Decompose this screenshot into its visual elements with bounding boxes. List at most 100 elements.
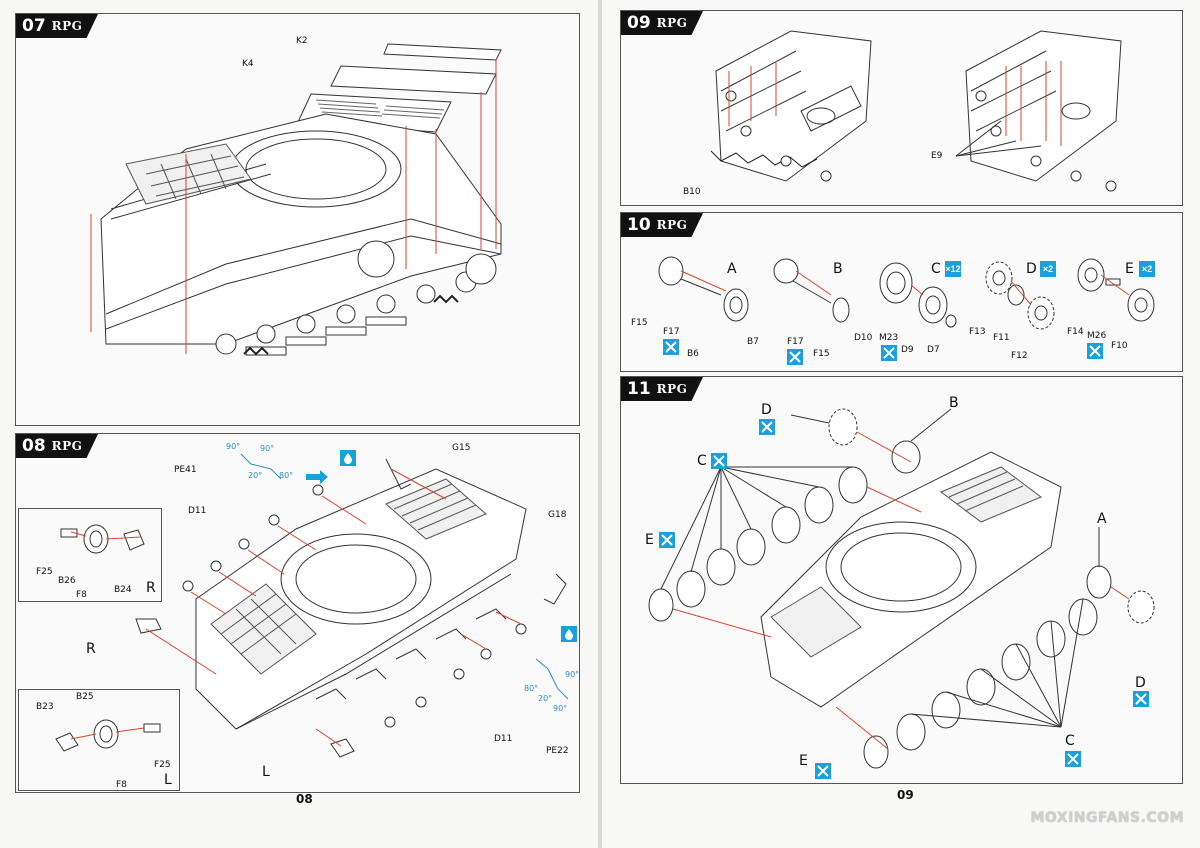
part-label-f12: F12	[1011, 351, 1028, 361]
cement-icon	[711, 453, 727, 469]
part-label-f10: F10	[1111, 341, 1128, 351]
part-label-d9: D9	[901, 345, 914, 355]
cement-icon	[659, 532, 675, 548]
cement-icon	[340, 450, 356, 466]
step-08-header: 08 RPG	[16, 434, 98, 458]
part-label-b6: B6	[687, 349, 699, 359]
quantity-badge-c: ×12	[945, 261, 961, 277]
brand-logo: RPG	[51, 439, 83, 453]
cement-icon	[1087, 343, 1103, 359]
part-label-b23: B23	[36, 702, 54, 712]
subassembly-label-b: B	[949, 395, 959, 411]
step-11-panel: 11 RPG	[620, 376, 1183, 784]
part-label-f11: F11	[993, 333, 1010, 343]
step-10-header: 10 RPG	[621, 213, 703, 237]
detail-box-right	[18, 508, 162, 602]
angle-label: 90°	[226, 442, 241, 451]
part-label-e9: E9	[931, 151, 943, 161]
cement-icon	[815, 763, 831, 779]
subassembly-label-e: E	[1125, 261, 1134, 277]
part-label-f17: F17	[663, 327, 680, 337]
subassembly-label-d: D	[761, 402, 772, 418]
part-label-f25: F25	[36, 567, 53, 577]
subassembly-label-a: A	[727, 261, 737, 277]
part-label-f13: F13	[969, 327, 986, 337]
cement-icon	[561, 626, 577, 642]
watermark-text: MOXINGFANS.COM	[1030, 810, 1184, 826]
part-label-m26: M26	[1087, 331, 1107, 341]
page-number-left: 08	[296, 792, 313, 806]
brand-logo: RPG	[656, 218, 688, 232]
step-number: 09	[627, 13, 651, 33]
part-label-g18: G18	[548, 510, 567, 520]
part-label-b24: B24	[114, 585, 132, 595]
cement-icon	[881, 345, 897, 361]
angle-label: 80°	[279, 471, 294, 480]
part-label-f25: F25	[154, 760, 171, 770]
part-label-k2: K2	[296, 36, 308, 46]
subassembly-label-a: A	[1097, 511, 1107, 527]
angle-label: 90°	[260, 444, 275, 453]
step-08-panel: 08 RPG	[15, 433, 580, 793]
brand-logo: RPG	[51, 19, 83, 33]
step-number: 11	[627, 379, 651, 399]
step-10-panel: 10 RPG	[620, 212, 1183, 372]
brand-logo: RPG	[656, 16, 688, 30]
angle-label: 20°	[538, 694, 553, 703]
subassembly-label-c: C	[931, 261, 941, 277]
cement-icon	[663, 339, 679, 355]
part-label-k4: K4	[242, 59, 254, 69]
angle-label: 90°	[553, 704, 568, 713]
step-07-header: 07 RPG	[16, 14, 98, 38]
angle-label: 20°	[248, 471, 263, 480]
angle-label: 80°	[524, 684, 539, 693]
cement-icon	[1065, 751, 1081, 767]
quantity-badge-d: ×2	[1040, 261, 1056, 277]
step-09-suspension-drawing	[710, 30, 1122, 192]
part-label-d11: D11	[494, 734, 513, 744]
step-number: 10	[627, 215, 651, 235]
subassembly-label-d: D	[1135, 675, 1146, 691]
part-label-m23: M23	[879, 333, 899, 343]
detail-marker-l: L	[164, 772, 172, 788]
step-09-panel: 09 RPG	[620, 10, 1183, 206]
step-11-header: 11 RPG	[621, 377, 703, 401]
step-number: 08	[22, 436, 46, 456]
step-07-panel: 07 RPG	[15, 13, 580, 426]
cement-icon	[787, 349, 803, 365]
step-08-hull-drawing	[55, 453, 569, 758]
part-label-g15: G15	[452, 443, 471, 453]
part-label-f8: F8	[116, 780, 127, 790]
part-label-b10: B10	[683, 187, 701, 197]
part-label-b26: B26	[58, 576, 76, 586]
quantity-badge-e: ×2	[1139, 261, 1155, 277]
part-label-f14: F14	[1067, 327, 1084, 337]
side-marker-r: R	[86, 641, 96, 657]
subassembly-label-e: E	[645, 532, 654, 548]
part-label-pe22: PE22	[546, 746, 569, 756]
page-number-right: 09	[897, 788, 914, 802]
subassembly-label-c: C	[1065, 733, 1075, 749]
step-07-hull-drawing	[90, 43, 502, 356]
cement-icon	[1133, 691, 1149, 707]
brand-logo: RPG	[656, 382, 688, 396]
part-label-d7: D7	[927, 345, 940, 355]
part-label-f8: F8	[76, 590, 87, 600]
cement-icon	[759, 419, 775, 435]
step-number: 07	[22, 16, 46, 36]
part-label-b25: B25	[76, 692, 94, 702]
detail-marker-r: R	[146, 580, 156, 596]
part-label-f15: F15	[813, 349, 830, 359]
part-label-b7: B7	[747, 337, 759, 347]
subassembly-label-d: D	[1026, 261, 1037, 277]
part-label-pe41: PE41	[174, 465, 197, 475]
step-10-wheel-parts-drawing	[658, 256, 1155, 330]
step-11-wheel-install-drawing	[648, 408, 1155, 769]
page-gutter	[598, 0, 602, 848]
side-marker-l: L	[262, 764, 270, 780]
step-09-header: 09 RPG	[621, 11, 703, 35]
part-label-f17: F17	[787, 337, 804, 347]
part-label-d10: D10	[854, 333, 873, 343]
part-label-d11: D11	[188, 506, 207, 516]
subassembly-label-b: B	[833, 261, 843, 277]
